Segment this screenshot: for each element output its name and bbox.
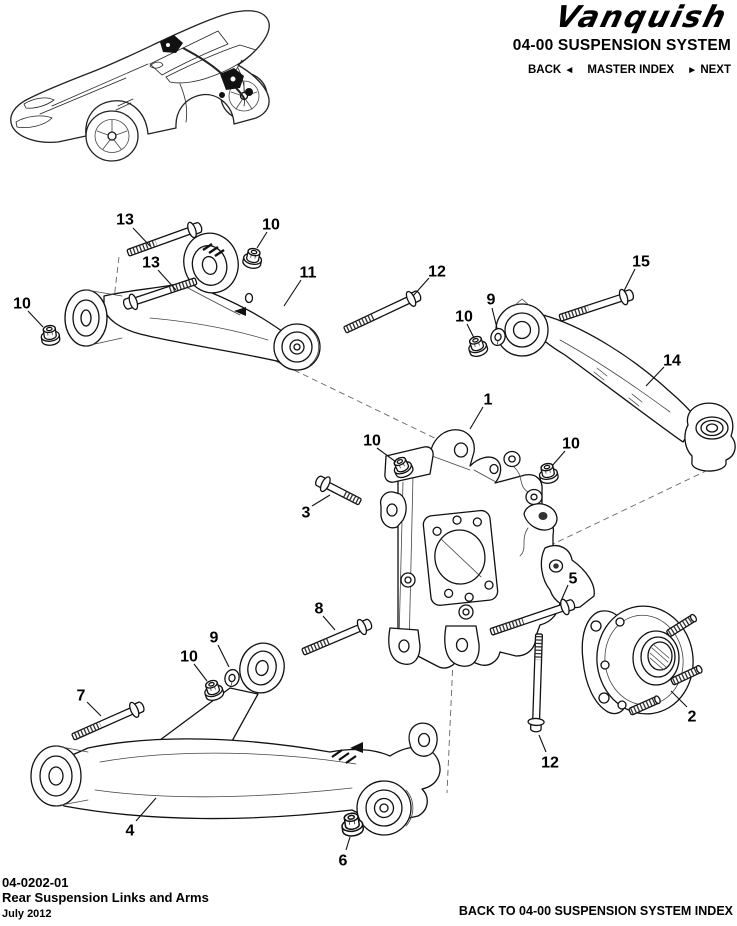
svg-text:5: 5: [569, 571, 578, 588]
svg-text:9: 9: [210, 630, 219, 647]
bolt-12-upper: [343, 286, 424, 334]
back-arrow-icon: ◄: [564, 65, 575, 76]
svg-text:4: 4: [126, 823, 135, 840]
callout-14: 14: [645, 353, 681, 387]
svg-text:15: 15: [632, 254, 650, 271]
svg-text:1: 1: [484, 392, 493, 409]
callout-4: 4: [126, 797, 157, 840]
nut-10-upper: [241, 246, 265, 271]
wheel-stud: [670, 664, 703, 686]
callout-9: 9: [487, 292, 498, 329]
callout-15: 15: [623, 254, 650, 292]
svg-text:14: 14: [663, 353, 681, 370]
wheel-stud: [666, 613, 698, 637]
washer-9-lower: [222, 667, 242, 689]
callout-7: 7: [77, 688, 102, 717]
callout-10: 10: [363, 433, 397, 463]
svg-text:12: 12: [541, 755, 559, 772]
bolt-8: [301, 615, 375, 656]
nav-back-label: BACK: [527, 64, 562, 76]
page-title: 04-00 SUSPENSION SYSTEM: [512, 37, 731, 54]
svg-text:6: 6: [339, 853, 348, 870]
callout-10: 10: [180, 649, 208, 682]
back-to-index-link[interactable]: BACK TO 04-00 SUSPENSION SYSTEM INDEX: [458, 904, 733, 918]
bolt-5: [489, 595, 578, 636]
document-date: July 2012: [2, 907, 52, 920]
svg-text:2: 2: [688, 709, 697, 726]
header-nav: BACK ◄ MASTER INDEX ► NEXT: [528, 64, 731, 76]
callout-11: 11: [283, 265, 317, 307]
upper-control-arm: [39, 218, 321, 371]
callout-2: 2: [670, 690, 697, 726]
nav-next-label: NEXT: [700, 64, 731, 76]
callout-10: 10: [455, 309, 475, 339]
svg-text:7: 7: [77, 688, 86, 705]
document-info: 04-0202-01 Rear Suspension Links and Arm…: [2, 875, 209, 921]
next-arrow-icon: ►: [687, 65, 698, 76]
vanquish-logo: Vanquish: [551, 0, 732, 35]
callout-3: 3: [302, 494, 331, 522]
callout-8: 8: [315, 601, 336, 631]
document-number: 04-0202-01: [2, 875, 69, 890]
svg-text:3: 3: [302, 505, 311, 522]
callout-10: 10: [13, 296, 44, 328]
alignment-lines: [113, 256, 709, 794]
bolt-3: [312, 471, 362, 506]
svg-text:13: 13: [116, 212, 134, 229]
callout-6: 6: [339, 836, 351, 870]
bolt-13b: [120, 277, 198, 314]
car-overview: [10, 10, 270, 162]
callout-5: 5: [560, 571, 578, 602]
callout-13: 13: [142, 255, 177, 291]
bolt-15: [558, 285, 637, 322]
wheel-knuckle: [301, 429, 595, 733]
svg-text:10: 10: [262, 217, 280, 234]
lower-control-arm: [30, 642, 441, 838]
nut-10-knuckle-right: [536, 461, 560, 486]
svg-text:10: 10: [455, 309, 473, 326]
callout-layer: 13 10 13 11 12 15 10 9 10 14 1 10 10 3 5 8 9 10 7 2 12 4 6: [13, 212, 696, 870]
nav-back-link[interactable]: BACK ◄: [528, 64, 574, 76]
wheel-stud: [628, 695, 661, 716]
svg-text:9: 9: [487, 292, 496, 309]
svg-text:10: 10: [13, 296, 31, 313]
svg-text:10: 10: [363, 433, 381, 450]
callout-13: 13: [116, 212, 151, 247]
nav-master-index-link[interactable]: MASTER INDEX: [587, 64, 675, 76]
nut-10-toe: [465, 333, 490, 360]
callout-10: 10: [256, 217, 280, 249]
document-title: Rear Suspension Links and Arms: [2, 890, 209, 906]
svg-text:12: 12: [428, 264, 446, 281]
svg-text:10: 10: [562, 436, 580, 453]
bolt-7: [71, 697, 148, 741]
callout-12: 12: [538, 734, 559, 772]
svg-text:8: 8: [315, 601, 324, 618]
callout-9: 9: [210, 630, 230, 668]
nut-10-left: [39, 323, 62, 347]
callout-12: 12: [412, 264, 446, 297]
svg-text:10: 10: [180, 649, 198, 666]
svg-text:13: 13: [142, 255, 160, 272]
nav-next-link[interactable]: ► NEXT: [687, 64, 731, 76]
bolt-13a: [126, 218, 205, 257]
toe-link: [343, 285, 736, 472]
hub-assembly: [581, 605, 703, 716]
bolt-12-lower: [527, 633, 545, 733]
callout-10: 10: [551, 436, 580, 467]
svg-text:11: 11: [300, 265, 317, 282]
callout-1: 1: [469, 392, 493, 430]
